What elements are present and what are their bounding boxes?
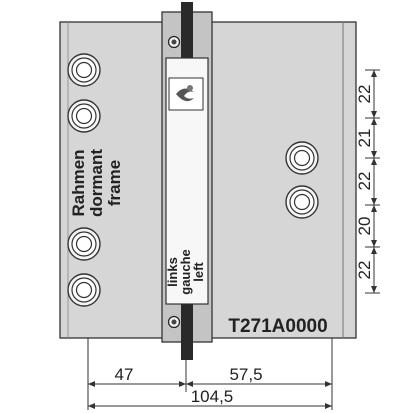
- dim-spacing: 22: [355, 172, 374, 191]
- frame-label: Rahmen dormant frame: [69, 149, 124, 217]
- dim-spacing: 22: [355, 85, 374, 104]
- dim-spacing: 21: [355, 129, 374, 148]
- manufacturer-logo-icon: [168, 77, 204, 111]
- frame-label-line: Rahmen: [69, 149, 88, 216]
- part-number: T271A0000: [228, 316, 327, 337]
- dim-left-offset: 47: [115, 365, 134, 384]
- side-label-line: left: [191, 262, 206, 282]
- dim-spacing: 22: [355, 261, 374, 280]
- screw-hole-icon: [67, 273, 101, 307]
- dim-total-width: 104,5: [191, 387, 234, 406]
- screw-hole-icon: [67, 99, 101, 133]
- frame-label-line: frame: [105, 160, 124, 206]
- hinge-pin-bottom: [181, 304, 193, 360]
- screw-hole-icon: [67, 53, 101, 87]
- screw-icon: [167, 315, 181, 329]
- dimension-arrows: [88, 381, 332, 409]
- side-label-line: links: [165, 257, 180, 287]
- dim-spacing: 20: [355, 217, 374, 236]
- screw-hole-icon: [67, 227, 101, 261]
- side-label-line: gauche: [178, 249, 193, 295]
- side-label: links gauche left: [165, 249, 206, 295]
- frame-label-line: dormant: [87, 149, 106, 217]
- screw-hole-icon: [285, 141, 319, 175]
- bottom-dimension-lines: [87, 338, 333, 410]
- door-leaf: [209, 21, 357, 339]
- dim-right-offset: 57,5: [229, 365, 262, 384]
- screw-hole-icon: [285, 185, 319, 219]
- hinge-pin-top: [181, 2, 193, 58]
- screw-icon: [167, 35, 181, 49]
- dimension-arrows: [371, 70, 377, 293]
- right-dimension-lines: [365, 69, 380, 294]
